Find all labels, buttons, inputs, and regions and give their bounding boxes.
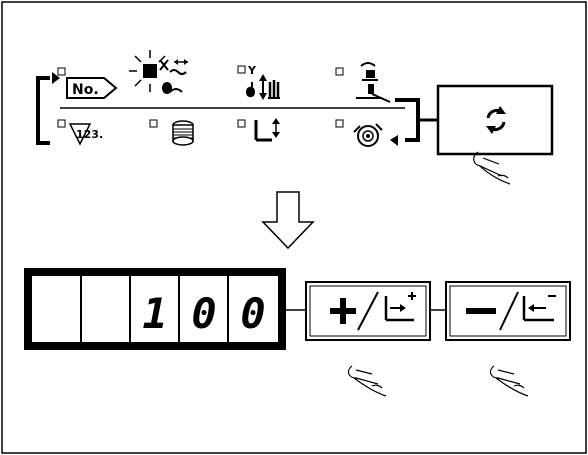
- bobbin-icon: [172, 120, 194, 146]
- led-y-mode: [237, 65, 246, 74]
- minus-button[interactable]: [445, 281, 571, 341]
- down-arrow-icon: [261, 191, 315, 250]
- presser-height-icon: [254, 118, 280, 142]
- finger-pointer-minus: [489, 365, 529, 397]
- left-bracket-arrow: [52, 72, 60, 84]
- led-thread-tension: [335, 119, 344, 128]
- y-label: Y: [247, 64, 257, 77]
- cycle-icon: [486, 106, 506, 134]
- minus-feed-backward-icon: [466, 291, 556, 331]
- finger-pointer-plus: [347, 365, 387, 397]
- left-bracket: [36, 76, 50, 145]
- display-digit-3: 1: [142, 289, 167, 338]
- wiper-icon: [356, 62, 391, 103]
- right-bracket-arrow: [390, 135, 398, 146]
- cycle-button[interactable]: [436, 84, 554, 156]
- thread-tension-icon: [353, 123, 383, 147]
- led-presser-height: [237, 119, 246, 128]
- display-digit-4: 0: [191, 289, 216, 338]
- pattern-step-icon: 123.: [68, 123, 103, 146]
- led-pattern-step: [57, 119, 66, 128]
- led-number-mode: [57, 67, 66, 76]
- pattern-step-label: 123.: [76, 128, 103, 141]
- y-stitch-icon: Y: [246, 64, 280, 100]
- plus-button[interactable]: [305, 281, 431, 341]
- number-mode-label: No.: [72, 82, 99, 98]
- led-display: 1 0 0: [24, 268, 286, 350]
- led-wiper-mode: [335, 67, 344, 76]
- number-mode-icon: No.: [66, 77, 118, 99]
- active-led-icon: [129, 50, 166, 92]
- led-bobbin: [149, 119, 158, 128]
- finger-pointer-cycle: [473, 151, 511, 185]
- plus-feed-forward-icon: [330, 291, 416, 331]
- thread-trim-icon: [159, 59, 188, 94]
- display-digit-5: 0: [240, 289, 265, 338]
